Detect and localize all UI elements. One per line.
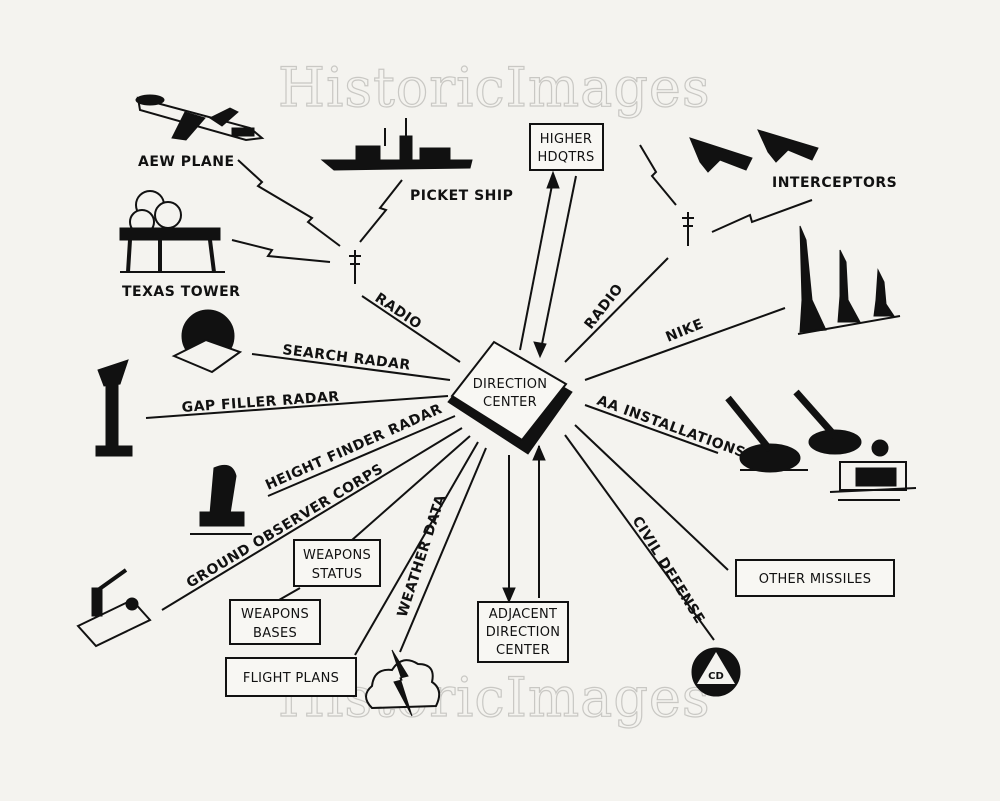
direction-center-line1: DIRECTION	[473, 377, 548, 392]
nike-missiles-icon	[797, 225, 901, 335]
spoke-weapons-bases	[278, 587, 301, 601]
bolt-interceptors-right	[711, 199, 813, 233]
arrow-to-hq	[546, 170, 560, 189]
spoke-weapons-status	[351, 435, 471, 541]
flight-plans-box: FLIGHT PLANS	[225, 657, 357, 697]
direction-center-line2: CENTER	[483, 395, 537, 410]
spoke-flight-plans	[354, 441, 479, 656]
watermark-top: HistoricImages	[278, 56, 711, 119]
spoke-civil-defense	[564, 434, 715, 641]
higher-hq-line1: HIGHER	[540, 132, 593, 147]
spoke-radio-left	[361, 295, 461, 363]
picket-ship-label: PICKET SHIP	[410, 188, 513, 204]
weapons-bases-line2: BASES	[253, 626, 297, 641]
texas-tower-label: TEXAS TOWER	[122, 284, 240, 300]
aew-plane-label: AEW PLANE	[138, 154, 235, 170]
spoke-search-radar	[251, 353, 451, 381]
aew-plane-icon	[135, 94, 265, 142]
interceptor-jets-icon	[689, 129, 819, 173]
radar-trailer-icon	[829, 439, 917, 501]
radio-bolts	[231, 144, 813, 263]
bolt-picket-ship	[359, 179, 403, 243]
height-finder-radar-icon	[190, 464, 252, 535]
civil-defense-emblem-icon: CD	[691, 647, 741, 697]
spokes	[145, 175, 786, 656]
spoke-other-missiles	[574, 424, 729, 571]
aa-installations-label: AA INSTALLATIONS	[595, 393, 748, 462]
nike-label: NIKE	[664, 316, 706, 346]
adjacent-line3: CENTER	[496, 643, 550, 658]
other-missiles-label: OTHER MISSILES	[759, 572, 872, 587]
weapons-status-box: WEAPONS STATUS	[293, 539, 381, 587]
spoke-nike	[584, 307, 786, 381]
higher-hq-box: HIGHER HDQTRS	[529, 123, 604, 171]
spoke-gap-filler	[145, 395, 449, 419]
weapons-bases-line1: WEAPONS	[241, 607, 309, 622]
interceptors-label: INTERCEPTORS	[772, 175, 897, 191]
spoke-weather-data	[399, 447, 487, 653]
bolt-aew-plane	[237, 159, 341, 247]
weapons-status-line2: STATUS	[312, 567, 363, 582]
spoke-hq-up	[519, 179, 554, 351]
spoke-height-finder	[267, 415, 456, 497]
civil-defense-label: CIVIL DEFENSE	[629, 514, 708, 627]
gap-filler-radar-label: GAP FILLER RADAR	[181, 389, 340, 416]
arrow-to-adjacent	[502, 587, 516, 604]
search-radar-label: SEARCH RADAR	[282, 342, 412, 374]
ground-observer-icon	[76, 568, 152, 648]
antenna-left	[349, 250, 361, 284]
gap-filler-radar-icon	[95, 359, 133, 457]
cd-emblem-text: CD	[708, 671, 724, 682]
other-missiles-box: OTHER MISSILES	[735, 559, 895, 597]
spoke-aa-installations	[584, 404, 719, 454]
direction-center-block: DIRECTION CENTER	[447, 340, 573, 455]
antenna-right	[682, 212, 694, 246]
adjacent-line2: DIRECTION	[486, 625, 561, 640]
arrowheads	[502, 170, 560, 604]
flight-plans-label: FLIGHT PLANS	[243, 671, 339, 686]
arrow-from-hq	[533, 341, 547, 359]
weapons-status-line1: WEAPONS	[303, 548, 371, 563]
aa-guns-icon	[725, 389, 862, 473]
spoke-radio-right	[564, 257, 669, 363]
weather-cloud-icon	[365, 649, 441, 717]
texas-tower-icon	[119, 190, 225, 273]
picket-ship-icon	[320, 118, 473, 171]
spoke-hq-down	[539, 175, 577, 355]
radio-left-label: RADIO	[372, 290, 425, 333]
spoke-ground-observer	[161, 427, 463, 611]
weapons-bases-box: WEAPONS BASES	[229, 599, 321, 645]
arrow-from-adjacent	[532, 444, 546, 461]
bolt-interceptors-top	[639, 144, 677, 206]
bolt-texas-tower	[231, 239, 331, 263]
search-radar-icon	[171, 309, 243, 374]
adjacent-direction-center-box: ADJACENT DIRECTION CENTER	[477, 601, 569, 663]
higher-hq-line2: HDQTRS	[537, 150, 594, 165]
adjacent-line1: ADJACENT	[489, 607, 558, 622]
